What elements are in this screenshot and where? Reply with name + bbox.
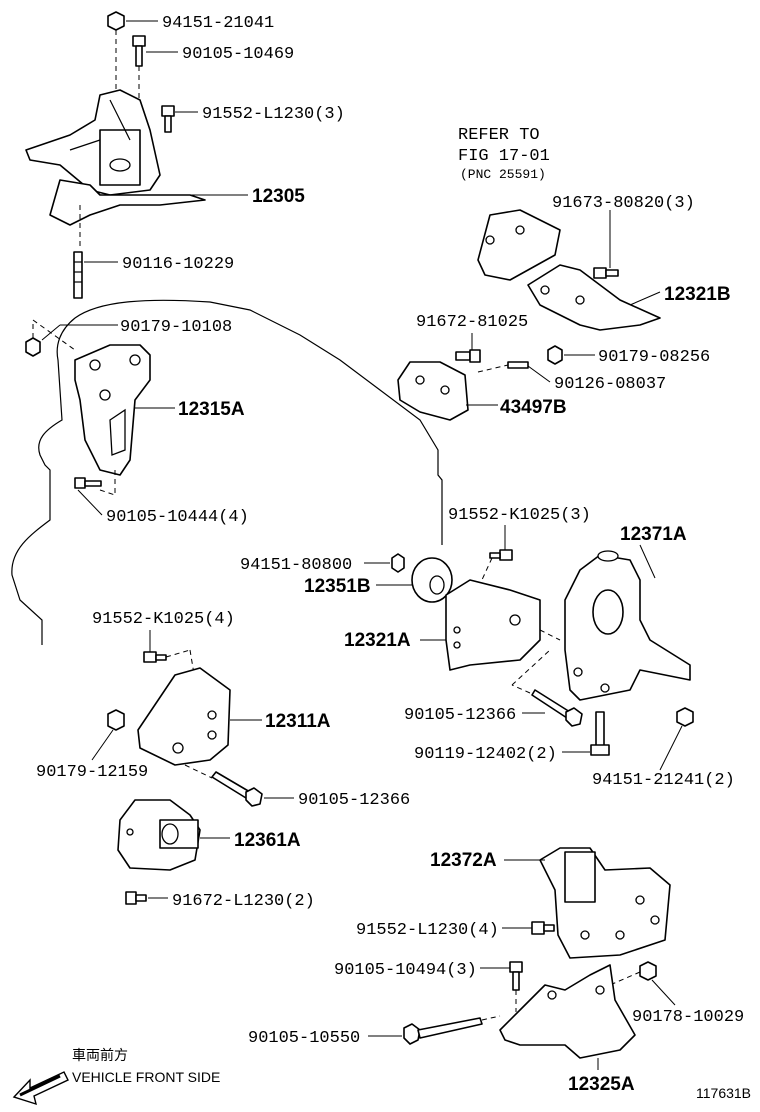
label-12305: 12305 bbox=[252, 186, 305, 207]
label-91552-K1025-3: 91552-K1025(3) bbox=[448, 506, 591, 525]
engine-mount-12361A[interactable] bbox=[117, 799, 230, 871]
label-90178-10029: 90178-10029 bbox=[632, 1008, 744, 1027]
nut-94151-21041[interactable] bbox=[107, 11, 158, 31]
label-12372A: 12372A bbox=[430, 850, 497, 871]
bolt-90105-12366-a[interactable] bbox=[522, 689, 583, 727]
bracket-12325A[interactable] bbox=[499, 964, 636, 1070]
refer-note-line1: REFER TO bbox=[458, 126, 540, 145]
bolt-91672-81025[interactable] bbox=[455, 333, 481, 363]
bolt-91552-K1025-4[interactable] bbox=[143, 630, 167, 663]
nut-90178-10029[interactable] bbox=[639, 961, 676, 1006]
bolt-90105-10550[interactable] bbox=[368, 1017, 483, 1045]
figure-id: 117631B bbox=[696, 1085, 751, 1101]
referred-bracket[interactable] bbox=[477, 209, 561, 281]
label-12321B: 12321B bbox=[664, 284, 731, 305]
nut-94151-21241[interactable] bbox=[659, 707, 694, 771]
label-91672-81025: 91672-81025 bbox=[416, 313, 528, 332]
refer-note-line2: FIG 17-01 bbox=[458, 147, 550, 166]
bracket-12311A[interactable] bbox=[137, 667, 262, 766]
label-12371A: 12371A bbox=[620, 524, 687, 545]
label-91552-K1025-4: 91552-K1025(4) bbox=[92, 610, 235, 629]
bracket-43497B[interactable] bbox=[397, 361, 498, 421]
engine-mount-12372A[interactable] bbox=[504, 847, 671, 959]
bushing-12351B[interactable] bbox=[376, 557, 453, 603]
label-91552-L1230-4: 91552-L1230(4) bbox=[356, 921, 499, 940]
label-90105-10444-4: 90105-10444(4) bbox=[106, 508, 249, 527]
engine-mount-12371A[interactable] bbox=[564, 544, 691, 701]
bolt-91552-L1230[interactable] bbox=[161, 105, 198, 133]
bolt-90105-10444[interactable] bbox=[74, 477, 103, 516]
label-90105-10494-3: 90105-10494(3) bbox=[334, 961, 477, 980]
label-90179-08256: 90179-08256 bbox=[598, 348, 710, 367]
bolt-90105-10494[interactable] bbox=[480, 961, 523, 991]
engine-mount-12305[interactable] bbox=[25, 89, 248, 226]
bracket-12315A[interactable] bbox=[74, 344, 175, 476]
label-12351B: 12351B bbox=[304, 576, 371, 597]
label-94151-80800: 94151-80800 bbox=[240, 556, 352, 575]
nut-90179-12159[interactable] bbox=[91, 709, 125, 761]
bolt-91552-K1025-3[interactable] bbox=[489, 525, 513, 561]
vehicle-front-label-jp: 車両前方 bbox=[72, 1047, 128, 1063]
bracket-12321A[interactable] bbox=[420, 579, 541, 671]
bolt-90105-10469[interactable] bbox=[132, 35, 178, 67]
label-90119-12402-2: 90119-12402(2) bbox=[414, 745, 557, 764]
nut-90179-08256[interactable] bbox=[547, 345, 595, 365]
bolt-90119-12402[interactable] bbox=[562, 711, 610, 756]
bolt-91673-80820[interactable] bbox=[593, 210, 619, 279]
vehicle-front-arrow-icon bbox=[12, 1071, 69, 1106]
stud-90126-08037[interactable] bbox=[507, 361, 551, 383]
bracket-12321B[interactable] bbox=[527, 264, 661, 331]
bolt-90105-12366-b[interactable] bbox=[211, 771, 294, 807]
label-90105-12366-a: 90105-12366 bbox=[404, 706, 516, 725]
label-94151-21041: 94151-21041 bbox=[162, 14, 274, 33]
stud-bolt-90116-10229[interactable] bbox=[73, 251, 118, 299]
vehicle-front-label-en: VEHICLE FRONT SIDE bbox=[72, 1069, 220, 1085]
label-90105-12366-b: 90105-12366 bbox=[298, 791, 410, 810]
label-90179-12159: 90179-12159 bbox=[36, 763, 148, 782]
label-12325A: 12325A bbox=[568, 1074, 635, 1095]
nut-94151-80800[interactable] bbox=[364, 553, 405, 573]
label-12315A: 12315A bbox=[178, 399, 245, 420]
label-91673-80820-3: 91673-80820(3) bbox=[552, 194, 695, 213]
label-12311A: 12311A bbox=[265, 711, 331, 732]
label-90116-10229: 90116-10229 bbox=[122, 255, 234, 274]
bolt-91552-L1230-4[interactable] bbox=[502, 921, 555, 935]
label-94151-21241-2: 94151-21241(2) bbox=[592, 771, 735, 790]
bolt-91672-L1230[interactable] bbox=[125, 891, 168, 905]
label-90105-10550: 90105-10550 bbox=[248, 1029, 360, 1048]
refer-note-line3: (PNC 25591) bbox=[460, 167, 546, 182]
label-90126-08037: 90126-08037 bbox=[554, 375, 666, 394]
label-91672-L1230-2: 91672-L1230(2) bbox=[172, 892, 315, 911]
label-12361A: 12361A bbox=[234, 830, 301, 851]
label-90179-10108: 90179-10108 bbox=[120, 318, 232, 337]
engine-outline bbox=[11, 299, 443, 645]
label-91552-L1230-3: 91552-L1230(3) bbox=[202, 105, 345, 124]
label-90105-10469: 90105-10469 bbox=[182, 45, 294, 64]
label-12321A: 12321A bbox=[344, 630, 411, 651]
label-43497B: 43497B bbox=[500, 397, 567, 418]
